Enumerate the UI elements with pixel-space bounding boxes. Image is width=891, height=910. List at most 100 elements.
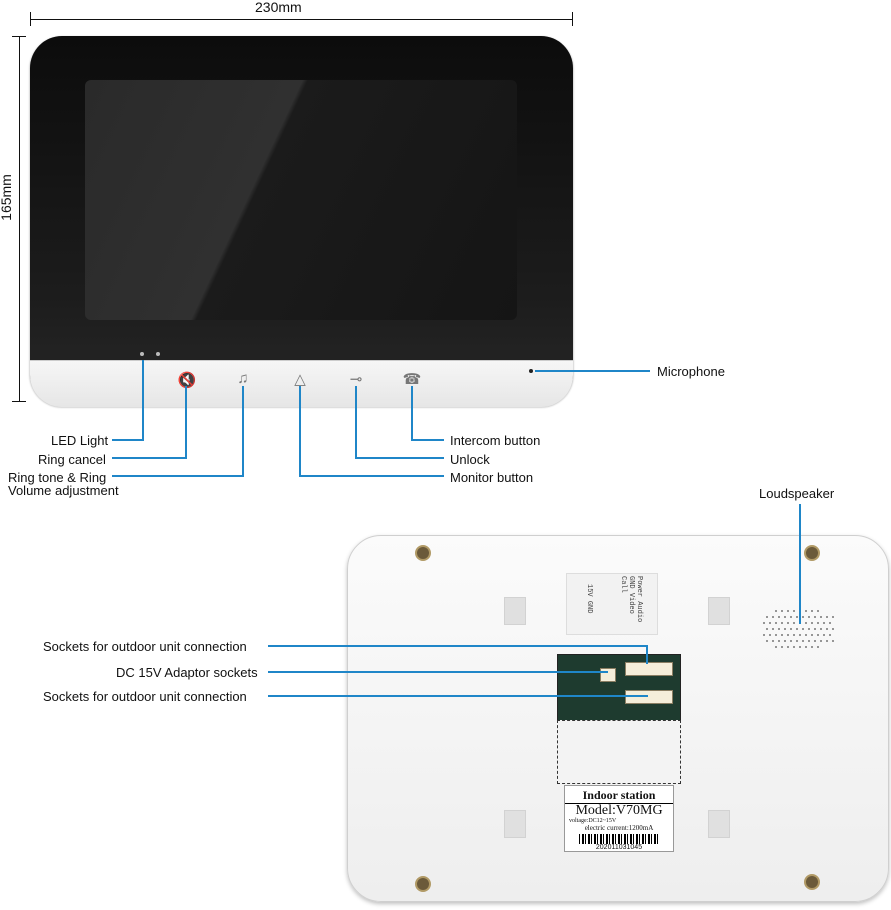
sockets-bottom-callout — [268, 695, 648, 697]
microphone-label: Microphone — [657, 364, 725, 379]
grille-hole — [772, 628, 774, 630]
grille-hole — [808, 616, 810, 618]
grille-hole — [784, 616, 786, 618]
led-light-2 — [156, 352, 160, 356]
grille-hole — [823, 622, 825, 624]
led-callout-v — [142, 360, 144, 441]
grille-hole — [817, 610, 819, 612]
grille-hole — [778, 640, 780, 642]
width-dimension-label: 230mm — [252, 0, 305, 15]
grille-hole — [790, 616, 792, 618]
led-light-label: LED Light — [51, 433, 109, 448]
grille-hole — [802, 640, 804, 642]
ring-tone-label-line1: Ring tone & Ring — [8, 470, 107, 485]
loudspeaker-label: Loudspeaker — [759, 486, 835, 501]
grille-hole — [766, 640, 768, 642]
dc-adaptor-label: DC 15V Adaptor sockets — [116, 665, 258, 680]
height-dimension-tick-bottom — [12, 401, 26, 402]
sticker-title: Indoor station — [582, 788, 656, 802]
grille-hole — [826, 640, 828, 642]
screw-top-right — [804, 545, 820, 561]
width-dimension-tick-left — [30, 12, 31, 26]
grille-hole — [811, 646, 813, 648]
grille-hole — [805, 610, 807, 612]
terminal-call: Call — [619, 576, 627, 593]
grille-hole — [775, 646, 777, 648]
grille-hole — [799, 634, 801, 636]
grille-hole — [829, 634, 831, 636]
height-dimension-tick-top — [12, 36, 26, 37]
grille-hole — [769, 622, 771, 624]
intercom-button-label: Intercom button — [450, 433, 541, 448]
width-dimension-line — [30, 19, 573, 20]
key-icon[interactable]: ⊸ — [349, 371, 363, 388]
monitor-bottom-bezel — [30, 360, 573, 407]
terminal-15v: 15V — [585, 584, 593, 597]
doorbell-icon[interactable]: △ — [294, 371, 306, 388]
sticker-model: Model:V70MG — [565, 803, 673, 818]
grille-hole — [793, 610, 795, 612]
screw-top-left — [415, 545, 431, 561]
terminal-power: Power — [635, 576, 643, 598]
grille-hole — [832, 616, 834, 618]
mount-slot-2 — [708, 597, 730, 625]
grille-hole — [763, 634, 765, 636]
grille-hole — [832, 640, 834, 642]
mount-slot-3 — [504, 810, 526, 838]
grille-hole — [781, 634, 783, 636]
grille-hole — [817, 622, 819, 624]
grille-hole — [772, 616, 774, 618]
grille-hole — [793, 622, 795, 624]
terminal-gnd-left: GND — [585, 600, 593, 614]
grille-hole — [811, 622, 813, 624]
grille-hole — [811, 634, 813, 636]
mount-slot-1 — [504, 597, 526, 625]
intercom-callout-v — [411, 386, 413, 441]
display-screen — [85, 80, 517, 320]
sticker-serial: 202011031045 — [595, 844, 643, 851]
grille-hole — [796, 640, 798, 642]
ring-tone-callout-v — [242, 386, 244, 477]
ring-cancel-callout-h — [112, 457, 187, 459]
grille-hole — [784, 640, 786, 642]
grille-hole — [790, 640, 792, 642]
terminal-video: Video — [627, 592, 635, 614]
grille-hole — [805, 634, 807, 636]
grille-hole — [781, 646, 783, 648]
knockout-area — [557, 720, 681, 784]
grille-hole — [805, 622, 807, 624]
phone-icon[interactable]: ☎ — [402, 371, 422, 388]
sockets-top-callout-v — [646, 645, 648, 664]
mute-icon[interactable]: 🔇 — [177, 372, 197, 389]
grille-hole — [778, 616, 780, 618]
grille-hole — [826, 616, 828, 618]
screw-bottom-right — [804, 874, 820, 890]
outdoor-socket-bottom[interactable] — [625, 690, 673, 704]
grille-hole — [787, 634, 789, 636]
sockets-top-callout — [268, 645, 648, 647]
terminal-left-names: 15V GND — [585, 584, 593, 613]
grille-hole — [790, 628, 792, 630]
grille-hole — [805, 646, 807, 648]
grille-hole — [784, 628, 786, 630]
grille-hole — [775, 634, 777, 636]
terminal-audio: Audio — [635, 601, 643, 623]
dc-adaptor-callout — [268, 671, 608, 673]
grille-hole — [769, 634, 771, 636]
grille-hole — [793, 634, 795, 636]
terminal-label: Power Audio GND Video Call 15V GND — [566, 573, 658, 635]
sticker-barcode — [579, 834, 659, 844]
grille-hole — [772, 640, 774, 642]
grille-hole — [787, 622, 789, 624]
microphone-callout-line — [535, 370, 650, 372]
music-note-icon[interactable]: ♫ — [237, 370, 249, 387]
grille-hole — [796, 616, 798, 618]
grille-hole — [802, 628, 804, 630]
grille-hole — [787, 610, 789, 612]
grille-hole — [820, 640, 822, 642]
grille-hole — [802, 616, 804, 618]
sticker-current: electric current:1200mA — [584, 824, 654, 832]
outdoor-socket-top[interactable] — [625, 662, 673, 676]
terminal-gnd: GND — [627, 576, 635, 589]
grille-hole — [781, 610, 783, 612]
